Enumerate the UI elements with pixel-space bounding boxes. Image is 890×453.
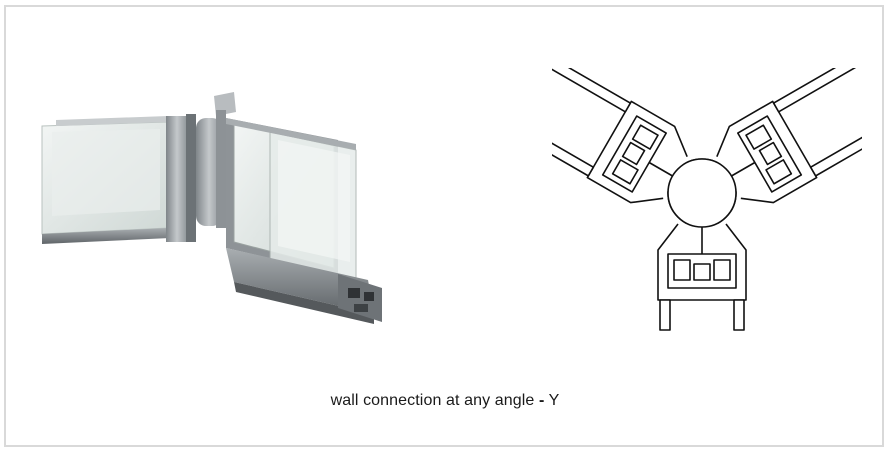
corner-post [166, 92, 236, 242]
upper-right-arm [716, 68, 862, 204]
caption-text: wall connection at any angle [330, 392, 535, 409]
caption-suffix: Y [548, 392, 560, 409]
right-glass-panel [226, 118, 382, 324]
caption-separator: - [538, 392, 545, 409]
profile-render-image [41, 92, 382, 324]
figure-caption: wall connection at any angle - Y [0, 392, 890, 410]
bottom-arm [657, 223, 747, 331]
y-connection-section-drawing [552, 68, 862, 331]
upper-left-arm [552, 68, 688, 204]
left-glass-panel [41, 116, 170, 244]
